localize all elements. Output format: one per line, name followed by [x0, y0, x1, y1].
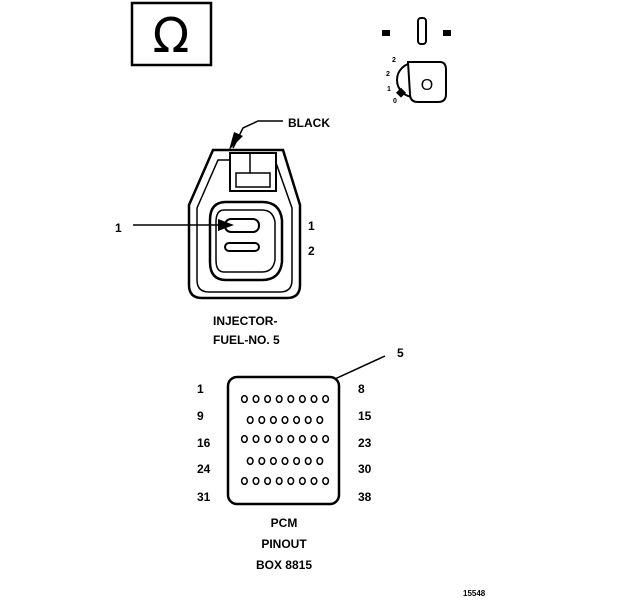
- pin-cavity: [246, 415, 254, 425]
- pin-cavity: [287, 476, 295, 486]
- pin-cavity: [310, 476, 318, 486]
- row-label-right: 8: [358, 382, 365, 396]
- ignition-position-label: 2: [392, 57, 396, 64]
- terminal-label: 1: [308, 219, 315, 233]
- connector-title-line1: INJECTOR-: [213, 314, 277, 328]
- pin-cavity: [275, 394, 283, 404]
- row-label-left: 1: [197, 382, 204, 396]
- callout-label: 5: [397, 346, 404, 360]
- ohmmeter-symbol: Ω: [130, 1, 213, 67]
- row-label-right: 38: [358, 490, 372, 504]
- pin-cavity: [304, 456, 312, 466]
- pin-cavity: [287, 434, 295, 444]
- pcm-title-line3: BOX 8815: [256, 558, 312, 572]
- pin-cavity: [258, 456, 266, 466]
- pcm-title-line1: PCM: [271, 516, 298, 530]
- row-label-right: 23: [358, 436, 372, 450]
- pcm-connector-face: [226, 375, 341, 506]
- connector-color-label: BLACK: [288, 116, 330, 130]
- ignition-position-label: 1: [387, 86, 391, 93]
- pin-cavity: [322, 394, 330, 404]
- injector-connector: BLACK 1 2 1 INJECTOR- FUEL-NO. 5: [115, 116, 330, 347]
- row-label-right: 30: [358, 462, 372, 476]
- ignition-position-label: 2: [386, 71, 390, 78]
- pin-cavity: [275, 434, 283, 444]
- pin-cavity: [264, 476, 272, 486]
- pin-cavity: [264, 394, 272, 404]
- ohm-icon: Ω: [153, 8, 190, 64]
- pin-cavity: [287, 394, 295, 404]
- pin-cavity: [269, 456, 277, 466]
- callout-label: 1: [115, 221, 122, 235]
- pin-cavity: [298, 434, 306, 444]
- pcm-pinout: 5 1 9 16 24 31 8 15 23 30 38 PCM PINOUT …: [197, 346, 404, 572]
- svg-text:O: O: [421, 77, 433, 94]
- pin-cavity: [275, 476, 283, 486]
- pin-cavity: [240, 476, 248, 486]
- pin-cavity: [316, 456, 324, 466]
- pin-cavity: [304, 415, 312, 425]
- pin-cavity: [298, 394, 306, 404]
- pin-cavity: [310, 434, 318, 444]
- row-label-left: 24: [197, 462, 211, 476]
- row-label-right: 15: [358, 409, 372, 423]
- pin-cavity: [293, 415, 301, 425]
- pin-cavity: [240, 434, 248, 444]
- ignition-position-label: 0: [393, 98, 397, 105]
- terminal-label: 2: [308, 244, 315, 258]
- pin-cavity: [269, 415, 277, 425]
- pin-cavity: [281, 415, 289, 425]
- meter-lead-icon: [382, 30, 390, 36]
- pcm-title-line2: PINOUT: [261, 537, 307, 551]
- terminal-2: [224, 242, 260, 252]
- connector-title-line2: FUEL-NO. 5: [213, 333, 280, 347]
- pin-cavity: [252, 394, 260, 404]
- ignition-switch: 2 2 1 0 O: [382, 17, 451, 105]
- pin-cavity: [264, 434, 272, 444]
- row-label-left: 9: [197, 409, 204, 423]
- pin-cavity: [322, 476, 330, 486]
- pin-cavity: [252, 434, 260, 444]
- pin-cavity: [240, 394, 248, 404]
- row-label-left: 16: [197, 436, 211, 450]
- pin-cavity: [316, 415, 324, 425]
- pin-cavity: [252, 476, 260, 486]
- meter-lead-icon: [443, 30, 451, 36]
- pin-cavity: [258, 415, 266, 425]
- pin-cavity: [298, 476, 306, 486]
- pin-cavity: [322, 434, 330, 444]
- row-label-left: 31: [197, 490, 211, 504]
- pin-cavity: [310, 394, 318, 404]
- pin-cavity: [281, 456, 289, 466]
- pin-cavity: [246, 456, 254, 466]
- pin-grid: [240, 394, 330, 486]
- ignition-key-icon: O: [396, 61, 447, 103]
- pin-cavity: [293, 456, 301, 466]
- figure-id: 15548: [463, 589, 486, 598]
